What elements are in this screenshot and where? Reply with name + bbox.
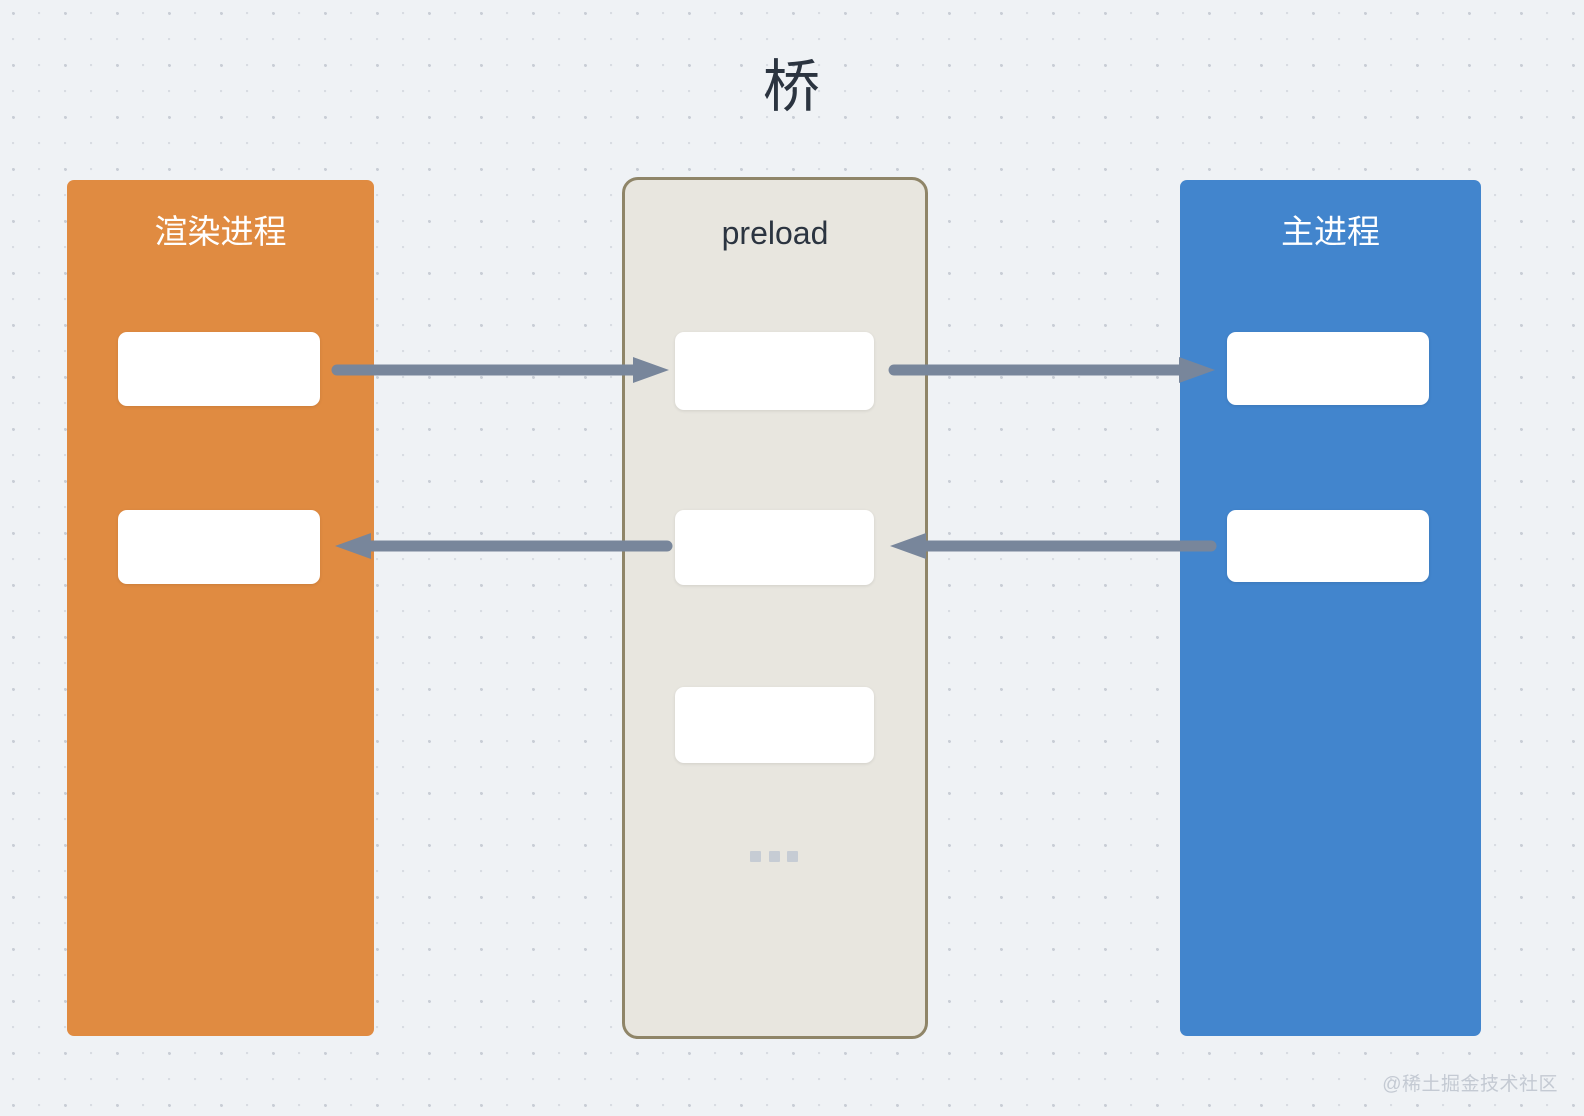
panel-preload: preload [622, 177, 928, 1039]
main-slot-2[interactable] [1227, 510, 1429, 582]
ellipsis-dot-1 [750, 850, 761, 862]
preload-ellipsis-icon [750, 850, 798, 862]
panel-renderer-title: 渲染进程 [154, 213, 287, 250]
preload-slot-2[interactable] [675, 510, 874, 585]
ellipsis-dot-2 [768, 850, 780, 862]
renderer-slot-1[interactable] [118, 332, 320, 406]
arrow-preload-to-main [888, 357, 1215, 383]
panel-preload-title: preload [721, 215, 829, 251]
page-title: 桥 [763, 55, 821, 119]
arrow-renderer-to-preload [331, 357, 669, 383]
panel-main-process: 主进程 [1180, 180, 1481, 1036]
renderer-slot-2[interactable] [118, 510, 320, 584]
watermark: @稀土掘金技术社区 [1382, 1074, 1558, 1095]
arrow-main-to-preload [888, 533, 1217, 559]
preload-slot-3[interactable] [675, 687, 874, 763]
preload-slot-1[interactable] [675, 332, 874, 410]
panel-renderer-process: 渲染进程 [67, 180, 374, 1036]
main-slot-1[interactable] [1227, 332, 1429, 405]
ellipsis-dot-3 [787, 850, 798, 862]
arrow-preload-to-renderer [333, 533, 673, 559]
panel-main-title: 主进程 [1281, 213, 1380, 250]
